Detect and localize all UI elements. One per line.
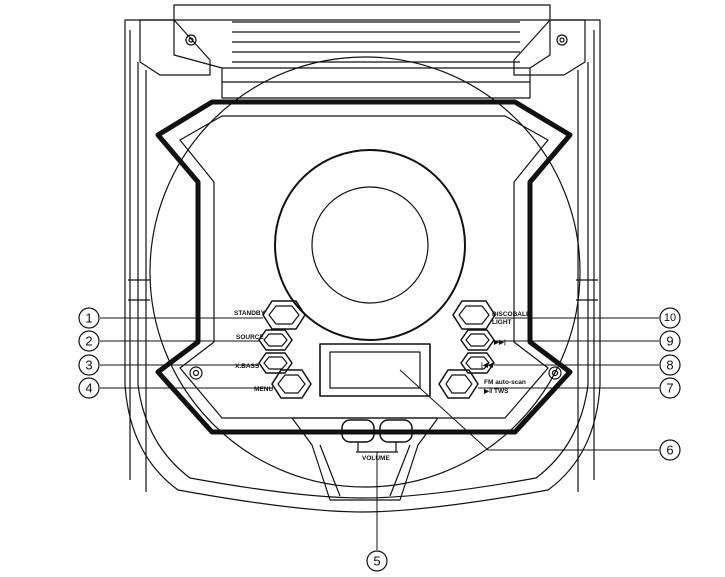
front-bezel-inner bbox=[179, 115, 549, 419]
handle-grip-lines bbox=[222, 21, 530, 83]
speaker-ring-outer bbox=[274, 149, 466, 341]
front-bezel-frame bbox=[155, 99, 573, 435]
callout-circle-4 bbox=[78, 377, 100, 399]
callout-circle-10 bbox=[659, 307, 681, 329]
speaker-body-inner-outline bbox=[137, 62, 589, 499]
volume-label: VOLUME bbox=[362, 455, 390, 462]
right-panel-screw bbox=[548, 366, 562, 380]
callout-circle-2 bbox=[78, 330, 100, 352]
right-handle-screw bbox=[556, 34, 568, 46]
callout-number-10: 10 bbox=[664, 312, 676, 324]
light-label: LIGHT bbox=[492, 319, 512, 326]
rear-woofer-outline bbox=[149, 56, 581, 488]
volume-housing bbox=[291, 417, 439, 501]
prev-track-label: |◀◀ bbox=[481, 362, 494, 369]
menu-label: MENU bbox=[254, 386, 273, 393]
source-label: SOURCE bbox=[236, 334, 264, 341]
discoball-light-button[interactable] bbox=[452, 300, 496, 330]
callout-number-5: 5 bbox=[373, 554, 380, 569]
play-tws-label: ▶‖ TWS bbox=[483, 388, 509, 395]
menu-button[interactable] bbox=[271, 369, 312, 399]
callout-circle-1 bbox=[78, 307, 100, 329]
speaker-ring-inner bbox=[311, 186, 429, 304]
discoball-label: DISCOBALL bbox=[492, 311, 530, 318]
callout-circle-5 bbox=[366, 550, 388, 572]
fm-scan-label: FM auto-scan bbox=[484, 379, 526, 386]
callout-circle-9 bbox=[659, 330, 681, 352]
callout-number-1: 1 bbox=[85, 311, 92, 326]
xbass-label: X.BASS bbox=[235, 363, 260, 370]
left-panel-screw bbox=[189, 366, 203, 380]
carry-handle bbox=[173, 4, 551, 99]
left-handle-screw bbox=[185, 34, 197, 46]
next-track-button[interactable] bbox=[460, 329, 495, 351]
callout-number-9: 9 bbox=[666, 334, 673, 349]
callout-number-4: 4 bbox=[85, 381, 92, 396]
xbass-button[interactable] bbox=[258, 352, 293, 374]
callout-circle-6 bbox=[659, 439, 681, 461]
display-window-inner bbox=[329, 351, 421, 389]
play-pause-tws-button[interactable] bbox=[438, 369, 479, 399]
callout-number-6: 6 bbox=[666, 443, 673, 458]
callout-number-7: 7 bbox=[666, 381, 673, 396]
callout-circle-3 bbox=[78, 354, 100, 376]
left-handle-bracket bbox=[139, 19, 211, 76]
standby-button[interactable] bbox=[262, 300, 306, 330]
standby-label: STANDBY bbox=[234, 310, 266, 317]
next-track-label: ▶▶| bbox=[493, 339, 506, 346]
callout-number-2: 2 bbox=[85, 334, 92, 349]
display-window-outer bbox=[319, 343, 431, 397]
right-handle-bracket bbox=[513, 19, 586, 76]
left-side-rib bbox=[128, 30, 150, 492]
callout-number-3: 3 bbox=[85, 358, 92, 373]
right-side-rib bbox=[576, 30, 598, 492]
callout-number-8: 8 bbox=[666, 358, 673, 373]
prev-track-button[interactable] bbox=[460, 352, 495, 374]
leader-line-6 bbox=[399, 369, 659, 451]
callout-circle-8 bbox=[659, 354, 681, 376]
source-button[interactable] bbox=[258, 329, 293, 351]
callout-circle-7 bbox=[659, 377, 681, 399]
